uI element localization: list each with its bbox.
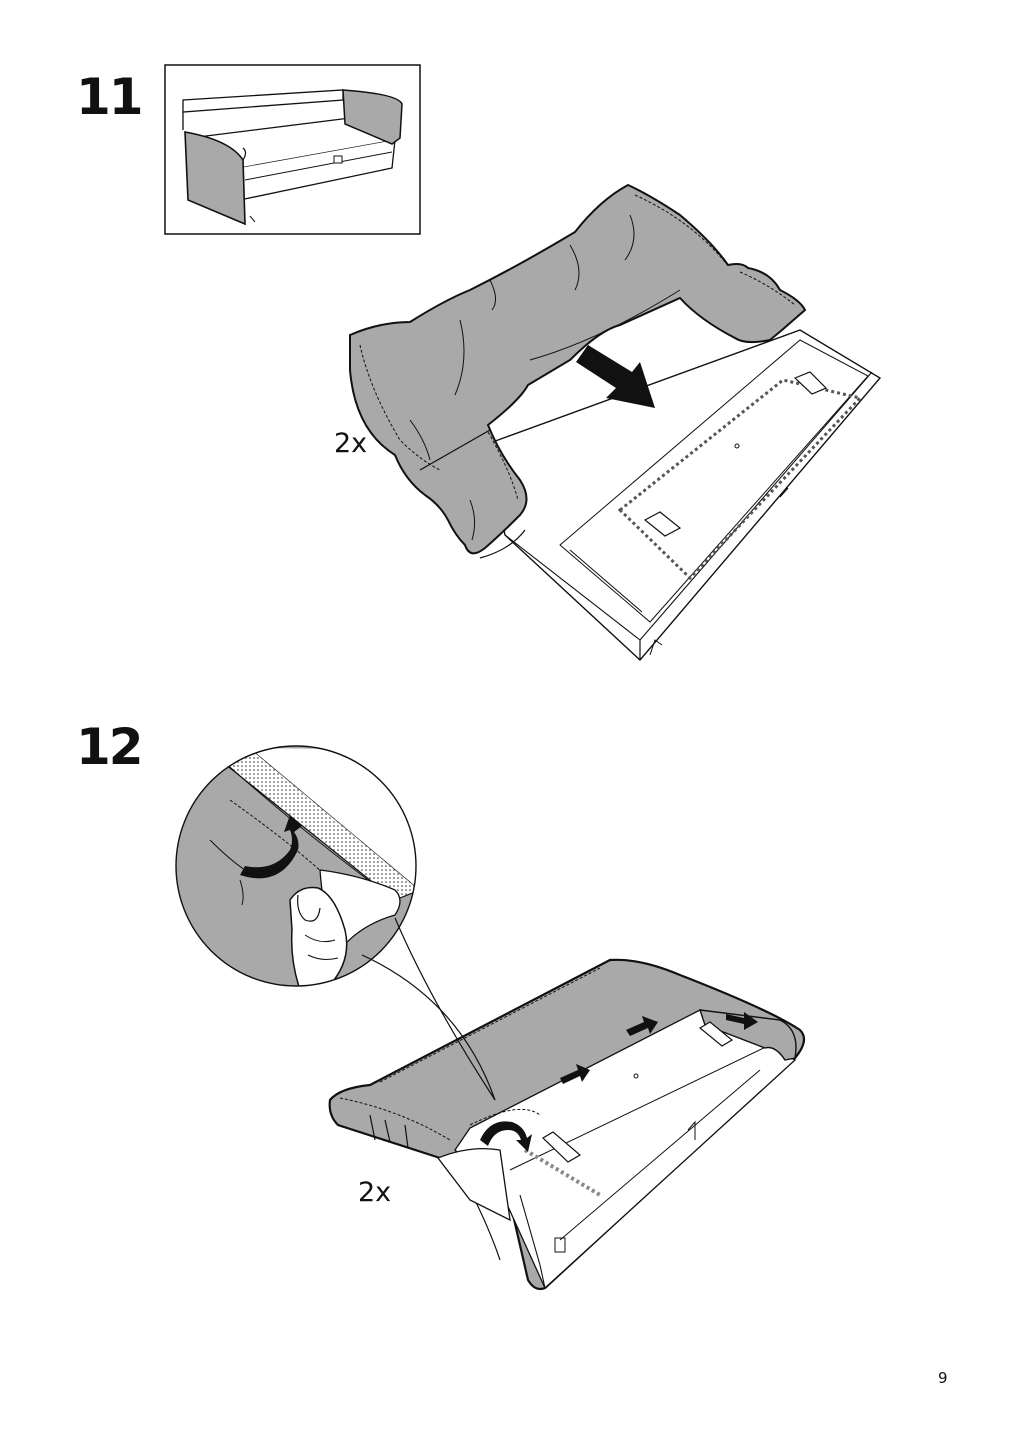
step-12-quantity: 2x (358, 1177, 392, 1208)
rotate-arrow-icon (480, 1121, 532, 1152)
step-12-number: 12 (76, 718, 144, 776)
hand-icon (289, 886, 348, 986)
armrest-with-cover (328, 958, 806, 1291)
push-arrow-icon (576, 345, 655, 408)
step-11-quantity: 2x (334, 428, 368, 459)
direction-arrow-icon (560, 1012, 758, 1084)
zoom-detail-circle (175, 745, 496, 1101)
fabric-cover (349, 183, 807, 559)
armrest-frame (486, 329, 882, 662)
step-11-number: 11 (76, 68, 144, 126)
page-number: 9 (938, 1369, 948, 1387)
